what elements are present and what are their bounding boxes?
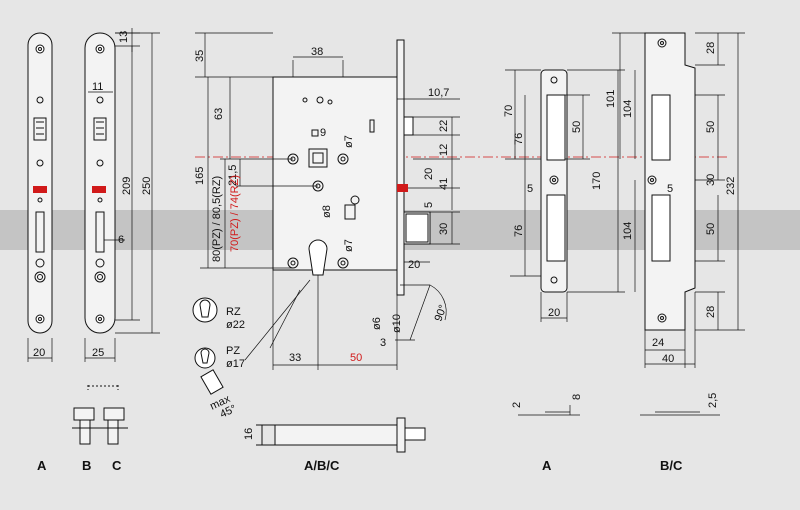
dim-170: 170 [591,172,603,190]
dim-50-strike-a: 50 [571,121,583,133]
dim-232: 232 [725,177,737,195]
dim-30-strike-bc: 30 [705,174,717,186]
dim-76-top: 76 [513,133,525,145]
dim-5-lock: 5 [423,202,435,208]
dim-209: 209 [121,177,133,195]
dim-8-strike-a: 8 [571,394,583,400]
dim-28-top: 28 [705,42,717,54]
dim-21-5: 21,5 [227,165,239,186]
dim-2-strike-a: 2 [511,402,523,408]
bolt-side-view [256,417,426,453]
label-bc-strike: B/C [660,458,683,473]
dim-50-bottom: 50 [705,223,717,235]
lock-case [272,39,431,296]
dim-o22: ø22 [226,319,245,331]
dim-20-bottom: 20 [408,259,420,271]
dim-o8: ø8 [321,205,333,218]
dim-20-strike-a: 20 [548,307,560,319]
dim-5-strike-bc: 5 [667,183,673,195]
label-b: B [82,458,91,473]
dim-11: 11 [92,81,103,93]
dim-38: 38 [311,46,323,58]
strip-dimension-lines [27,28,160,362]
strike-a-dimension-lines [505,69,625,416]
dim-o10: ø10 [391,314,403,333]
dim-250: 250 [141,177,153,195]
dim-3: 3 [380,337,386,349]
dim-165: 165 [194,167,206,185]
faceplate-strip-bc [84,32,116,334]
dim-20-latch: 20 [423,168,435,180]
dim-o7-bottom: ø7 [343,239,355,252]
label-a-strike: A [542,458,552,473]
dim-104-bottom: 104 [622,222,634,240]
label-rz: RZ [226,306,241,318]
dim-16: 16 [243,428,255,440]
dim-12: 12 [438,144,450,156]
dim-28-bottom: 28 [705,306,717,318]
dim-5-strike-a: 5 [527,183,533,195]
label-c: C [112,458,122,473]
cylinder-pz [194,347,224,395]
dim-10-7: 10,7 [428,87,449,99]
lockbody-dimension-lines [195,32,460,370]
dim-30-lock: 30 [438,223,450,235]
dim-70pz-red: 70(PZ) / 74(RZ) [229,175,241,252]
label-a-strip: A [37,458,47,473]
dim-o6: ø6 [371,317,383,330]
dim-angle-90: 90° [433,303,450,323]
dim-63: 63 [213,108,225,120]
dim-2-5: 2,5 [707,393,719,408]
dim-13: 13 [118,31,130,43]
dim-o7-top: ø7 [343,135,355,148]
dim-6: 6 [118,234,124,246]
dim-104-top: 104 [622,100,634,118]
dim-40: 40 [662,353,674,365]
strike-plate-bc [644,32,696,331]
dim-70: 70 [503,105,515,117]
strike-plate-a [540,69,568,293]
dim-9: 9 [320,127,326,139]
dim-80pz: 80(PZ) / 80,5(RZ) [211,176,223,262]
dim-41: 41 [438,178,450,190]
dim-101: 101 [605,90,617,108]
faceplate-strip-a [27,32,53,334]
dim-35: 35 [194,50,206,62]
dim-50-red: 50 [350,352,362,364]
dim-76-bottom: 76 [513,225,525,237]
dim-20-strip: 20 [33,347,45,359]
label-pz: PZ [226,345,240,357]
dim-22: 22 [438,120,450,132]
dim-24: 24 [652,337,664,349]
dim-50-top: 50 [705,121,717,133]
dim-o17: ø17 [226,358,245,370]
label-abc: A/B/C [304,458,340,473]
cylinder-rz [192,297,218,323]
dim-25-strip: 25 [92,347,104,359]
bolt-profile-bc [72,385,128,445]
dim-33: 33 [289,352,301,364]
strike-bc-dimension-lines [612,32,745,416]
